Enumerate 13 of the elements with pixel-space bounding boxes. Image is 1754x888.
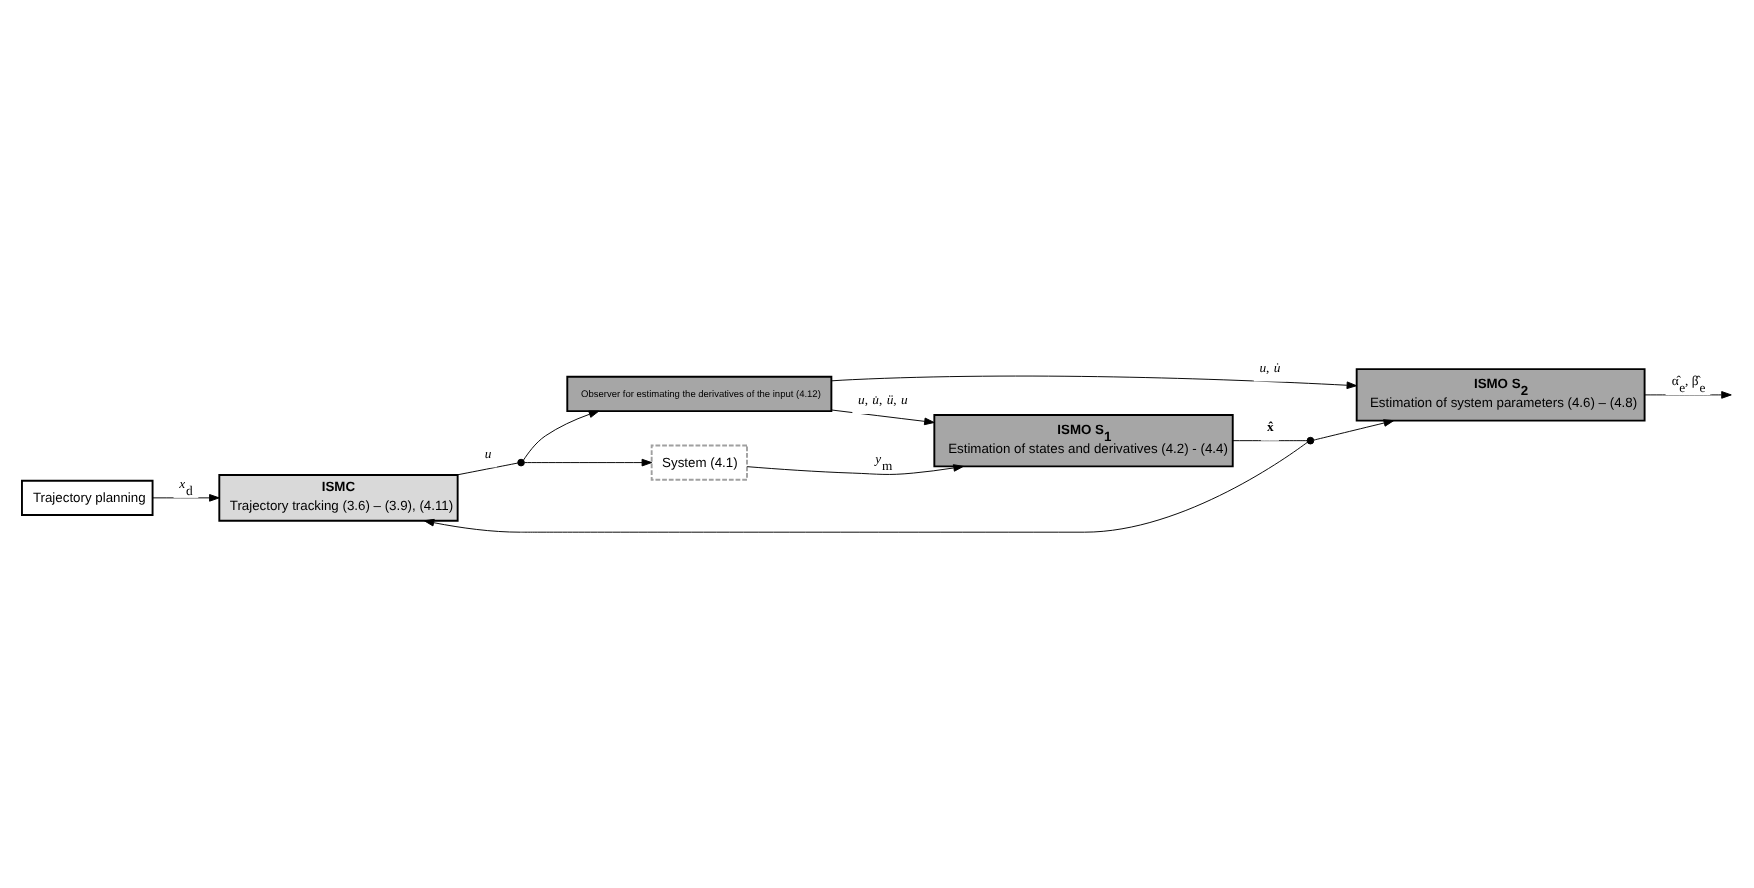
arrow	[152, 494, 220, 502]
connector	[1232, 440, 1308, 442]
node-circle	[1306, 436, 1315, 445]
connector	[456, 462, 519, 476]
node-circle	[517, 458, 525, 467]
arrow	[423, 441, 1308, 533]
arrow	[831, 409, 935, 426]
arrow	[523, 410, 600, 461]
arrow	[746, 464, 964, 475]
arrow	[1313, 419, 1395, 441]
arrow	[1644, 391, 1732, 399]
arrow	[524, 458, 653, 467]
arrow	[831, 375, 1358, 390]
